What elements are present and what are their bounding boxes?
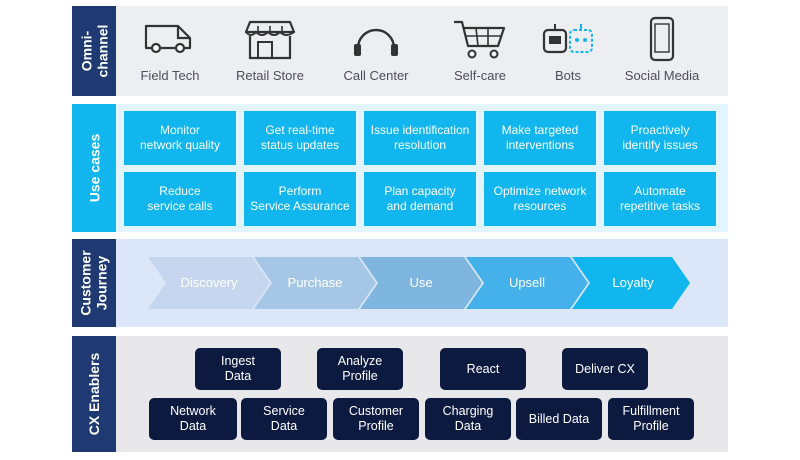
shopping-cart-icon bbox=[454, 20, 506, 59]
channel-retail-store: Retail Store bbox=[218, 6, 322, 90]
chevron-upsell bbox=[466, 257, 588, 309]
channel-label: Field Tech bbox=[140, 68, 200, 83]
enabler-box: Service Data bbox=[241, 398, 327, 440]
enabler-box: Billed Data bbox=[516, 398, 602, 440]
use-case-box: Make targeted interventions bbox=[484, 111, 596, 165]
channel-label: Social Media bbox=[624, 68, 700, 83]
enabler-box: React bbox=[440, 348, 526, 390]
journey-chevrons bbox=[148, 257, 690, 309]
use-case-box: Issue identification resolution bbox=[364, 111, 476, 165]
use-cases-label: Use cases bbox=[72, 104, 116, 232]
use-case-box: Plan capacity and demand bbox=[364, 172, 476, 226]
use-case-box: Automate repetitive tasks bbox=[604, 172, 716, 226]
stage-label-purchase: Purchase bbox=[287, 275, 343, 290]
channel-social-media: Social Media bbox=[610, 6, 714, 90]
cx-enablers-title: CX Enablers bbox=[86, 352, 103, 436]
enabler-box: Fulfillment Profile bbox=[608, 398, 694, 440]
use-case-box: Optimize network resources bbox=[484, 172, 596, 226]
channel-field-tech: Field Tech bbox=[118, 6, 222, 90]
channel-self-care: Self-care bbox=[428, 6, 532, 90]
use-case-box: Perform Service Assurance bbox=[244, 172, 356, 226]
channel-call-center: Call Center bbox=[324, 6, 428, 90]
enabler-box: Ingest Data bbox=[195, 348, 281, 390]
stage-label-use: Use bbox=[409, 275, 433, 290]
chevron-use bbox=[360, 257, 482, 309]
channel-label: Call Center bbox=[343, 68, 409, 83]
stage-label-loyalty: Loyalty bbox=[612, 275, 654, 290]
chevron-discovery bbox=[148, 257, 270, 309]
enabler-box: Network Data bbox=[149, 398, 237, 440]
enabler-box: Deliver CX bbox=[562, 348, 648, 390]
van-icon bbox=[144, 24, 192, 54]
smartphone-icon bbox=[649, 16, 675, 62]
enabler-box: Analyze Profile bbox=[317, 348, 403, 390]
chevron-loyalty bbox=[572, 257, 690, 309]
use-case-box: Proactively identify issues bbox=[604, 111, 716, 165]
use-case-box: Reduce service calls bbox=[124, 172, 236, 226]
headset-icon bbox=[354, 28, 398, 56]
store-icon bbox=[244, 20, 296, 60]
channel-label: Bots bbox=[554, 68, 581, 83]
chevron-purchase bbox=[254, 257, 376, 309]
omni-channel-label: Omni- channel bbox=[72, 6, 116, 96]
use-case-box: Monitor network quality bbox=[124, 111, 236, 165]
omni-channel-title: Omni- channel bbox=[78, 24, 110, 78]
stage-label-discovery: Discovery bbox=[180, 275, 238, 290]
stage-label-upsell: Upsell bbox=[508, 275, 546, 290]
customer-journey-title: Customer Journey bbox=[78, 250, 111, 316]
customer-journey-label: Customer Journey bbox=[72, 239, 116, 327]
robot-icon bbox=[542, 24, 593, 54]
channel-label: Retail Store bbox=[236, 68, 304, 83]
cx-enablers-label: CX Enablers bbox=[72, 336, 116, 452]
use-cases-title: Use cases bbox=[86, 133, 103, 203]
channel-label: Self-care bbox=[453, 68, 507, 83]
enabler-box: Customer Profile bbox=[333, 398, 419, 440]
use-case-box: Get real-time status updates bbox=[244, 111, 356, 165]
channel-bots: Bots bbox=[516, 6, 620, 90]
enabler-box: Charging Data bbox=[425, 398, 511, 440]
